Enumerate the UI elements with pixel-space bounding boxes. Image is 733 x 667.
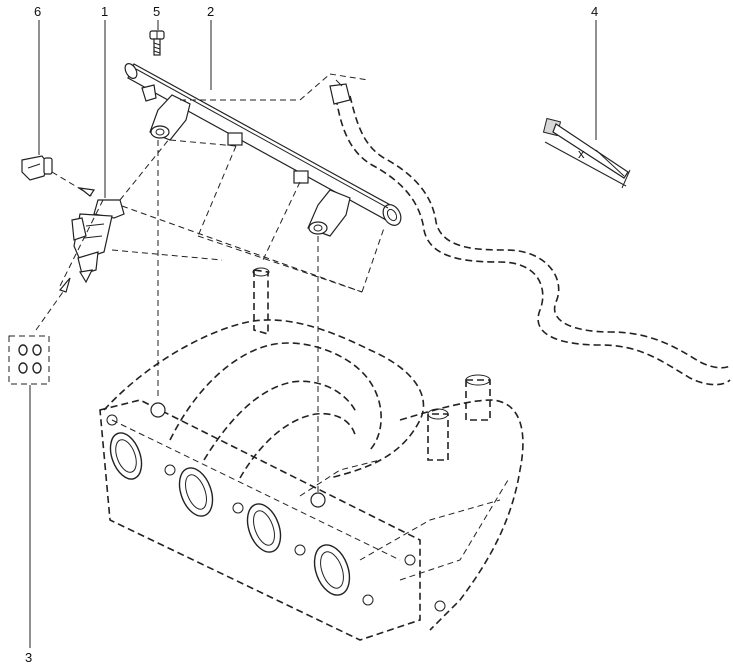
callout-2-label: 2	[207, 4, 214, 19]
callout-6: 6	[34, 4, 41, 155]
intake-manifold	[99, 267, 524, 641]
callout-1: 1	[101, 4, 108, 198]
callout-4-label: 4	[591, 4, 598, 19]
callout-3-label: 3	[25, 650, 32, 665]
callout-2: 2	[207, 4, 214, 90]
callout-6-label: 6	[34, 4, 41, 19]
fuel-injector	[71, 199, 125, 284]
cable-tie: x	[542, 117, 631, 189]
callout-5-label: 5	[153, 4, 160, 19]
assembly-lines	[35, 73, 385, 495]
callout-3: 3	[25, 385, 32, 665]
callout-4: 4	[591, 4, 598, 140]
tool-dimension-label: x	[578, 146, 585, 161]
fuel-hose	[329, 79, 731, 386]
rail-bolt	[149, 30, 165, 56]
callout-5: 5	[153, 4, 160, 30]
injector-clip	[21, 155, 53, 181]
callout-1-label: 1	[101, 4, 108, 19]
fuel-rail	[124, 63, 402, 237]
injector-seals	[8, 335, 50, 385]
